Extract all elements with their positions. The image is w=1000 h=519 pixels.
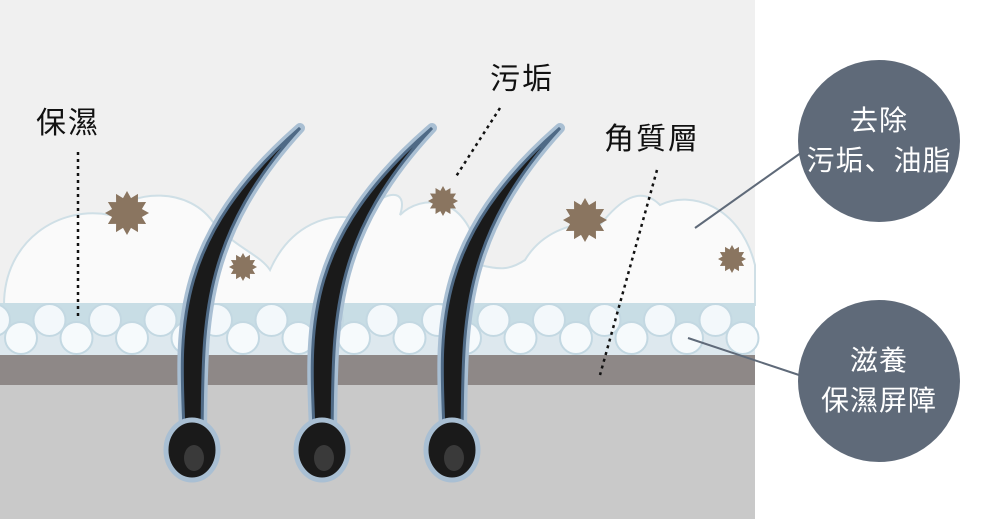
stratum-corneum-layer [0, 355, 755, 385]
cleanse-bubble: 去除 污垢、油脂 [798, 60, 960, 222]
moisture-cell [254, 303, 289, 337]
cleanse-line1: 去除 [849, 104, 908, 137]
hair [423, 123, 565, 483]
hair [163, 123, 305, 483]
moisture-cell [4, 321, 38, 355]
dirt-particle [563, 198, 607, 242]
moisture-cell [32, 303, 67, 337]
hair-follicles [163, 123, 565, 483]
moisture-cell [115, 321, 149, 355]
nourish-bubble: 滋養 保濕屏障 [798, 300, 960, 462]
dirt-particle [718, 245, 746, 273]
moisture-cell [226, 321, 260, 355]
nourish-connector [687, 337, 803, 377]
moisture-cell [670, 321, 704, 355]
hair [293, 123, 437, 483]
stratum-corneum-label: 角質層 [604, 122, 700, 157]
moisture-cell [143, 303, 178, 337]
dermis-layer [0, 385, 755, 519]
moisture-cell [476, 303, 511, 337]
moisture-cell [532, 303, 566, 337]
moisture-cell [698, 303, 733, 337]
moisture-cell [587, 303, 622, 337]
moisture-cell [337, 321, 371, 355]
dirt-particle [229, 253, 257, 281]
hair-papilla [444, 445, 464, 471]
dirt-label: 污垢 [490, 62, 554, 97]
moisture-cell [0, 304, 11, 336]
stratum-leader [598, 169, 659, 376]
moisture-cell [643, 303, 677, 337]
moisturize-label: 保濕 [36, 106, 100, 141]
moisture-cell [88, 303, 122, 337]
moisture-cell [559, 321, 593, 355]
moisture-cell [503, 321, 538, 355]
hair-papilla [184, 445, 204, 471]
moisture-cell [614, 321, 649, 355]
dirt-particle [105, 191, 149, 235]
moisture-cell [365, 303, 400, 337]
hair-papilla [314, 445, 334, 471]
nourish-line2: 保濕屏障 [820, 384, 937, 417]
cleanse-connector [694, 149, 806, 229]
moisture-cell [392, 321, 427, 355]
moisture-cell [59, 321, 94, 355]
dirt-particle [428, 186, 458, 216]
moisture-cell [725, 321, 760, 355]
dirt-particles [105, 186, 746, 281]
nourish-line1: 滋養 [849, 344, 908, 377]
cleanse-line2: 污垢、油脂 [806, 144, 952, 177]
